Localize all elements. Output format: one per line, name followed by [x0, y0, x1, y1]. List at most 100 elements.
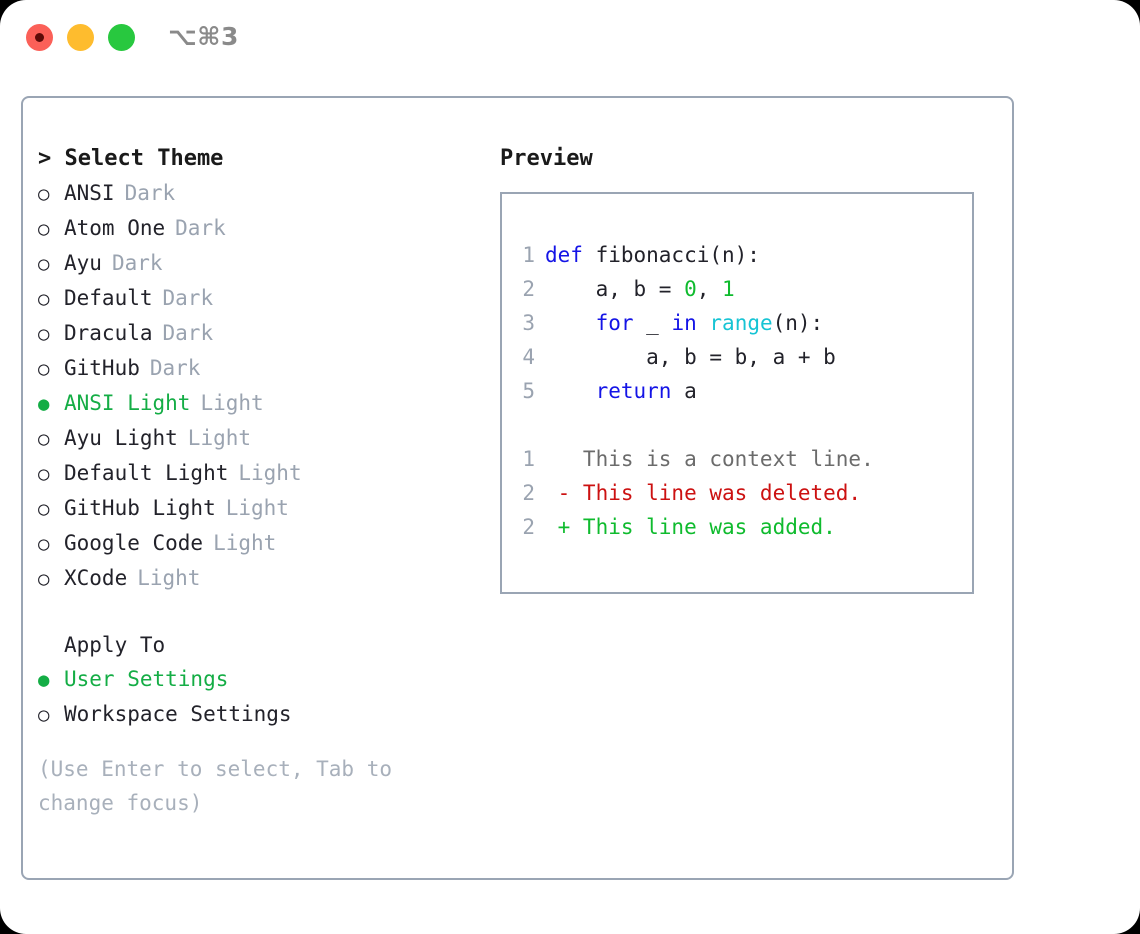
theme-option-label: ANSI Light: [64, 391, 191, 415]
code-text: a, b = b, a + b: [545, 340, 836, 374]
code-diff-spacer: [513, 408, 968, 442]
line-number: 4: [522, 345, 535, 369]
apply-to-header: Apply To: [64, 633, 166, 657]
code-text: This is a context line.: [545, 442, 874, 476]
line-number: 1: [522, 447, 535, 471]
theme-option-label: ANSI: [64, 181, 115, 205]
theme-option-tag: Dark: [111, 251, 163, 275]
line-number: 5: [522, 379, 535, 403]
token-plain: _: [633, 311, 672, 335]
code-text: + This line was added.: [545, 510, 836, 544]
theme-option-default-light[interactable]: ○ Default Light Light: [38, 456, 488, 491]
close-button[interactable]: [26, 24, 53, 51]
theme-option-tag: Dark: [149, 356, 201, 380]
radio-unselected-icon: ○: [38, 533, 50, 555]
token-fn: range: [709, 311, 773, 335]
token-kw: in: [671, 311, 697, 335]
radio-unselected-icon: ○: [38, 463, 50, 485]
code-text: for _ in range(n):: [545, 306, 824, 340]
radio-unselected-icon: ○: [38, 428, 50, 450]
line-number: 3: [522, 311, 535, 335]
theme-option-ayu[interactable]: ○ Ayu Dark: [38, 246, 488, 281]
code-line: 2 a, b = 0, 1: [513, 272, 968, 306]
radio-unselected-icon: ○: [38, 704, 50, 726]
code-line: 5 return a: [513, 374, 968, 408]
theme-option-ansi[interactable]: ○ ANSI Dark: [38, 176, 488, 211]
token-plain: a: [671, 379, 697, 403]
token-plain: [545, 379, 596, 403]
theme-option-tag: Dark: [124, 181, 176, 205]
diff-line: 2 - This line was deleted.: [513, 476, 968, 510]
theme-option-label: Default: [64, 286, 153, 310]
radio-unselected-icon: ○: [38, 323, 50, 345]
minimize-button[interactable]: [67, 24, 94, 51]
select-theme-header: > Select Theme: [38, 146, 224, 171]
title-bar: ⌥⌘3: [0, 0, 1140, 78]
theme-option-label: Dracula: [64, 321, 153, 345]
token-add: + This line was added.: [545, 515, 836, 539]
apply-to-option-workspace-settings[interactable]: ○Workspace Settings: [38, 697, 488, 732]
token-kw: for: [595, 311, 634, 335]
preview-header: Preview: [500, 146, 593, 171]
radio-unselected-icon: ○: [38, 288, 50, 310]
radio-unselected-icon: ○: [38, 253, 50, 275]
token-num: 1: [722, 277, 735, 301]
code-text: - This line was deleted.: [545, 476, 861, 510]
theme-option-label: Ayu: [64, 251, 102, 275]
theme-option-tag: Light: [238, 461, 302, 485]
line-number: 2: [522, 277, 535, 301]
theme-option-tag: Light: [200, 391, 264, 415]
code-line: 3 for _ in range(n):: [513, 306, 968, 340]
code-text: a, b = 0, 1: [545, 272, 735, 306]
line-number: 2: [522, 481, 535, 505]
section-spacer: [38, 596, 488, 628]
theme-option-tag: Light: [213, 531, 277, 555]
theme-option-label: XCode: [64, 566, 128, 590]
token-plain: fibonacci(n):: [595, 243, 760, 267]
keyboard-hint: (Use Enter to select, Tab to change focu…: [38, 757, 393, 815]
token-plain: [697, 311, 710, 335]
code-line: 4 a, b = b, a + b: [513, 340, 968, 374]
theme-option-google-code[interactable]: ○ Google Code Light: [38, 526, 488, 561]
theme-option-label: Google Code: [64, 531, 204, 555]
apply-to-list: ● User Settings ○Workspace Settings: [38, 662, 488, 732]
theme-option-tag: Dark: [162, 321, 214, 345]
token-plain: (n):: [772, 311, 824, 335]
hint-spacer: [38, 732, 488, 752]
apply-to-option-user-settings[interactable]: ● User Settings: [38, 662, 488, 697]
token-plain: a, b = b, a + b: [545, 345, 836, 369]
code-text: return a: [545, 374, 697, 408]
window-title: ⌥⌘3: [168, 22, 239, 51]
token-plain: a, b =: [545, 277, 685, 301]
token-plain: [545, 311, 596, 335]
radio-unselected-icon: ○: [38, 183, 50, 205]
theme-option-tag: Dark: [175, 216, 226, 240]
radio-unselected-icon: ○: [38, 358, 50, 380]
radio-unselected-icon: ○: [38, 568, 50, 590]
maximize-button[interactable]: [108, 24, 135, 51]
theme-option-label: GitHub Light: [64, 496, 216, 520]
token-ctx: This is a context line.: [545, 447, 874, 471]
token-kw: return: [595, 379, 672, 403]
diff-line: 1 This is a context line.: [513, 442, 968, 476]
diff-sample: 1 This is a context line.2 - This line w…: [513, 442, 968, 544]
radio-selected-icon: ●: [38, 669, 50, 691]
theme-option-label: Default Light: [64, 461, 229, 485]
theme-option-dracula[interactable]: ○ Dracula Dark: [38, 316, 488, 351]
apply-to-option-label: User Settings: [64, 667, 229, 691]
line-number: 2: [522, 515, 535, 539]
theme-option-label: Ayu Light: [64, 426, 178, 450]
